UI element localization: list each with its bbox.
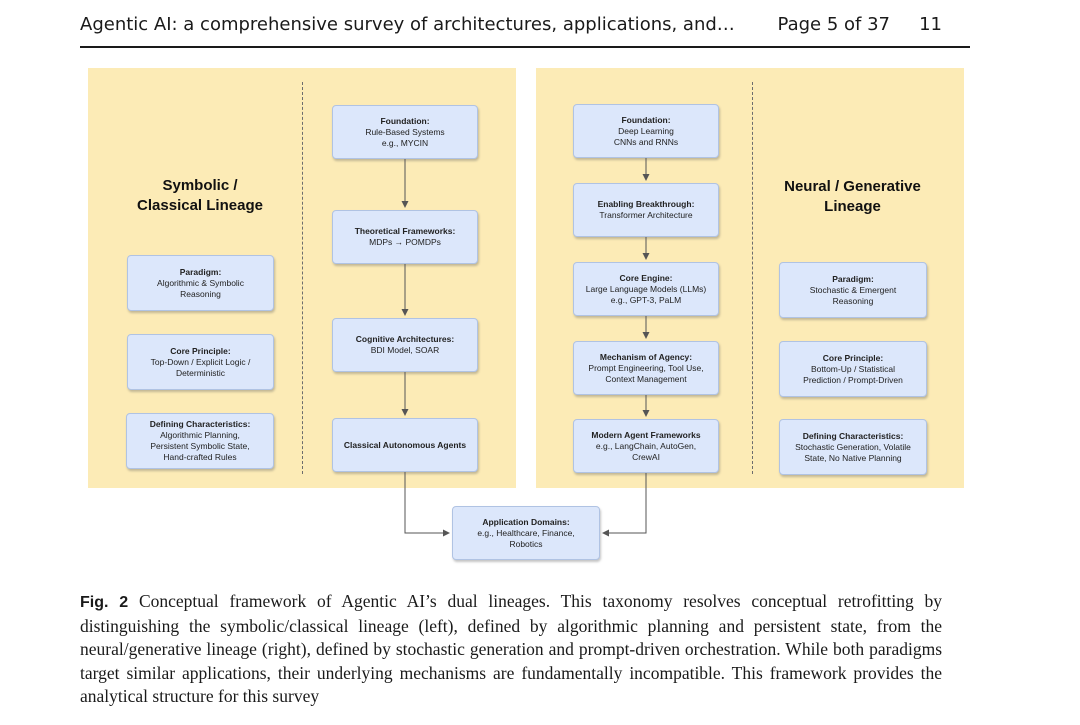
theoretical-frameworks-box: Theoretical Frameworks: MDPs → POMDPs: [332, 210, 478, 264]
neural-paradigm-box: Paradigm: Stochastic & Emergent Reasonin…: [779, 262, 927, 318]
title-line: Symbolic /: [162, 177, 238, 194]
running-header: Agentic AI: a comprehensive survey of ar…: [80, 12, 970, 48]
neural-core-principle-box: Core Principle: Bottom-Up / Statistical …: [779, 341, 927, 397]
box-title: Foundation:: [621, 114, 671, 125]
box-line: e.g., GPT-3, PaLM: [610, 294, 682, 305]
box-title: Core Engine:: [619, 272, 673, 283]
box-line: Top-Down / Explicit Logic /: [150, 356, 251, 367]
box-title: Defining Characteristics:: [802, 430, 904, 441]
box-line: Bottom-Up / Statistical: [810, 363, 896, 374]
box-title: Mechanism of Agency:: [599, 351, 693, 362]
box-line: Large Language Models (LLMs): [585, 283, 707, 294]
box-title: Paradigm:: [832, 273, 874, 284]
page-number: 11: [919, 14, 942, 35]
box-line: CrewAI: [632, 451, 660, 462]
symbolic-paradigm-box: Paradigm: Algorithmic & Symbolic Reasoni…: [127, 255, 274, 311]
core-engine-box: Core Engine: Large Language Models (LLMs…: [573, 262, 719, 316]
box-line: Algorithmic Planning,: [160, 430, 240, 440]
figure-label: Fig. 2: [80, 594, 129, 611]
symbolic-lineage-title: Symbolic / Classical Lineage: [120, 176, 280, 216]
box-line: Reasoning: [180, 288, 221, 299]
box-title: Theoretical Frameworks:: [354, 226, 456, 236]
neural-defining-characteristics-box: Defining Characteristics: Stochastic Gen…: [779, 419, 927, 475]
title-line: Lineage: [824, 198, 881, 215]
box-line: MDPs → POMDPs: [369, 237, 441, 247]
caption-text: Conceptual framework of Agentic AI’s dua…: [80, 591, 943, 706]
modern-agent-frameworks-box: Modern Agent Frameworks e.g., LangChain,…: [573, 419, 719, 473]
neural-foundation-box: Foundation: Deep Learning CNNs and RNNs: [573, 104, 719, 158]
application-domains-box: Application Domains: e.g., Healthcare, F…: [452, 506, 600, 560]
box-line: Transformer Architecture: [599, 210, 693, 220]
box-title: Defining Characteristics:: [149, 419, 251, 429]
box-line: Algorithmic & Symbolic: [157, 277, 244, 288]
box-line: e.g., LangChain, AutoGen,: [595, 440, 697, 451]
running-title: Agentic AI: a comprehensive survey of ar…: [80, 14, 735, 35]
box-line: Robotics: [509, 538, 543, 549]
figure-caption: Fig. 2 Conceptual framework of Agentic A…: [80, 590, 942, 709]
box-line: State, No Native Planning: [804, 452, 902, 463]
box-line: Hand-crafted Rules: [163, 452, 237, 462]
box-line: Deep Learning: [618, 125, 674, 136]
box-line: e.g., MYCIN: [381, 137, 429, 148]
arrow-to-applications: [404, 472, 450, 537]
neural-lineage-title: Neural / Generative Lineage: [765, 177, 940, 217]
title-line: Neural / Generative: [784, 178, 921, 195]
box-line: Persistent Symbolic State,: [150, 441, 250, 451]
page-of-indicator: Page 5 of 37: [777, 14, 890, 35]
box-line: Reasoning: [832, 295, 874, 306]
mechanism-of-agency-box: Mechanism of Agency: Prompt Engineering,…: [573, 341, 719, 395]
box-title: Core Principle:: [170, 345, 231, 356]
box-title: Paradigm:: [179, 266, 222, 277]
box-line: BDI Model, SOAR: [370, 345, 440, 355]
symbolic-foundation-box: Foundation: Rule-Based Systems e.g., MYC…: [332, 105, 478, 159]
title-line: Classical Lineage: [137, 197, 263, 214]
box-line: Stochastic & Emergent: [809, 284, 897, 295]
box-title: Core Principle:: [822, 352, 884, 363]
box-line: Rule-Based Systems: [365, 126, 445, 137]
box-line: Prediction / Prompt-Driven: [803, 374, 903, 385]
box-title: Classical Autonomous Agents: [343, 439, 467, 450]
box-line: CNNs and RNNs: [613, 136, 679, 147]
symbolic-core-principle-box: Core Principle: Top-Down / Explicit Logi…: [127, 334, 274, 390]
box-line: Prompt Engineering, Tool Use,: [588, 362, 704, 373]
box-line: Deterministic: [175, 367, 226, 378]
panel-divider: [302, 82, 303, 474]
box-line: Context Management: [605, 373, 687, 384]
box-title: Modern Agent Frameworks: [591, 429, 701, 440]
cognitive-architectures-box: Cognitive Architectures: BDI Model, SOAR: [332, 318, 478, 372]
box-line: Stochastic Generation, Volatile: [795, 441, 911, 452]
arrow-to-applications: [602, 473, 647, 537]
box-title: Application Domains:: [482, 516, 570, 527]
symbolic-defining-characteristics-box: Defining Characteristics: Algorithmic Pl…: [126, 413, 274, 469]
box-line: e.g., Healthcare, Finance,: [477, 527, 575, 538]
box-title: Foundation:: [380, 115, 430, 126]
enabling-breakthrough-box: Enabling Breakthrough: Transformer Archi…: [573, 183, 719, 237]
box-title: Cognitive Architectures:: [355, 334, 455, 344]
classical-autonomous-agents-box: Classical Autonomous Agents: [332, 418, 478, 472]
box-title: Enabling Breakthrough:: [597, 199, 695, 209]
panel-divider: [752, 82, 753, 474]
